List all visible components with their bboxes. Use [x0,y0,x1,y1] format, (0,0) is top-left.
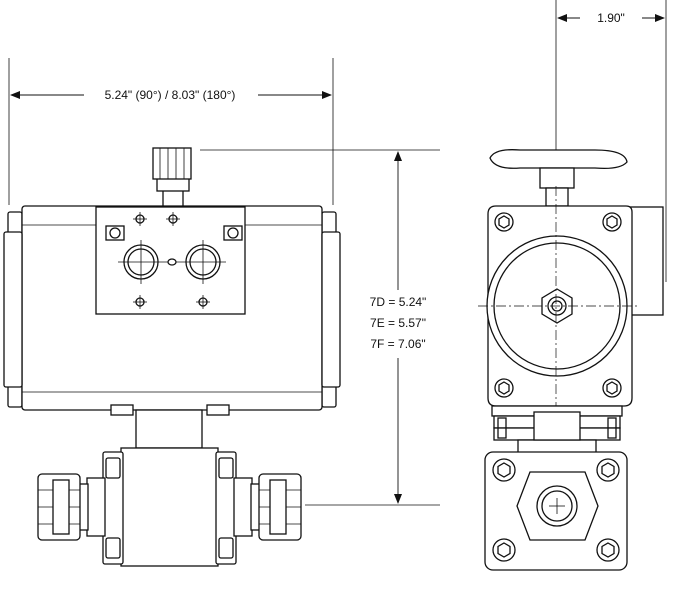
valve-body [102,447,237,567]
width-dimension-label: 5.24" (90°) / 8.03" (180°) [105,88,236,102]
front-view [3,147,341,567]
depth-dimension-label: 1.90" [597,11,625,25]
manual-override-handle [489,149,628,207]
width-dimension: 5.24" (90°) / 8.03" (180°) [8,58,334,205]
height-dimension: 7D = 5.24" 7E = 5.57" 7F = 7.06" [200,149,440,506]
left-end-fitting [37,473,106,541]
mounting-plate [95,206,246,315]
side-housing [478,186,640,454]
right-end-fitting [233,473,302,541]
side-view [478,149,664,571]
height-label-7f: 7F = 7.06" [370,337,425,351]
depth-dimension: 1.90" [555,0,667,282]
side-valve-body [484,451,628,571]
side-bracket [491,405,623,455]
indicator-fitting [152,147,192,209]
height-label-7d: 7D = 5.24" [370,295,427,309]
height-label-7e: 7E = 5.57" [370,316,426,330]
